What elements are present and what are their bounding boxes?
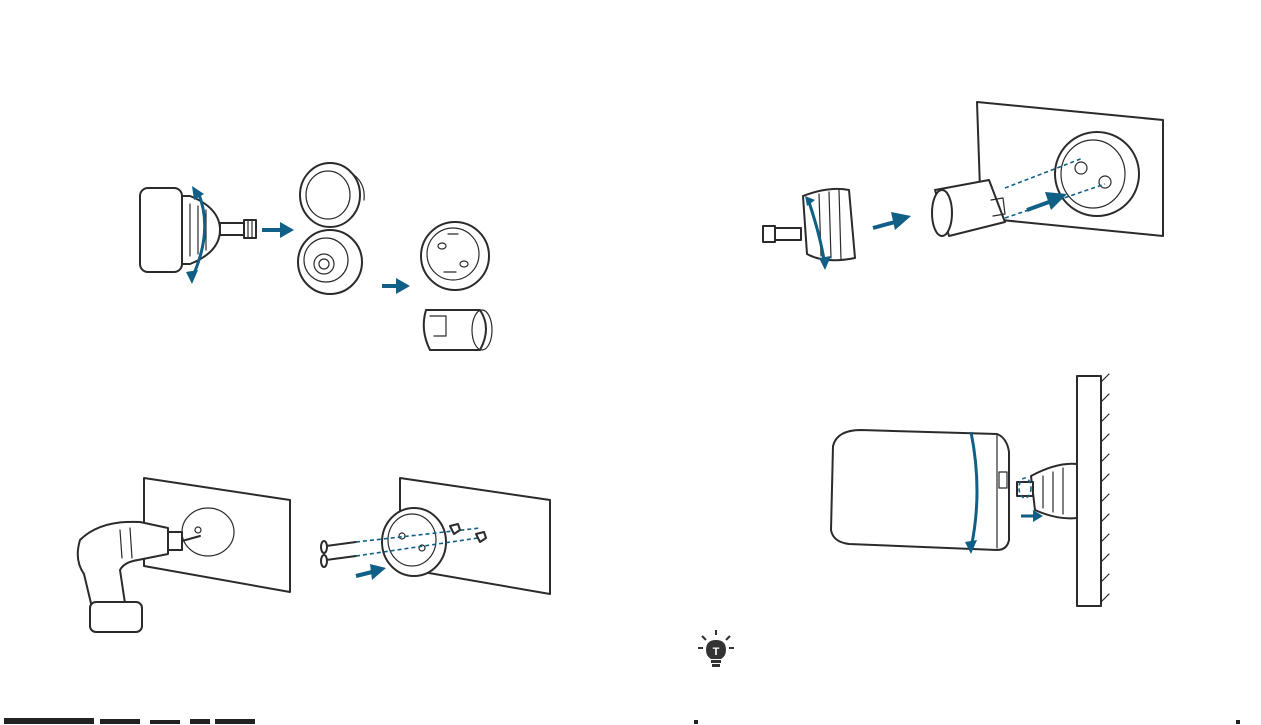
ring-part-bottom (298, 230, 362, 294)
wall-side (1077, 374, 1109, 606)
mount-knob (1017, 464, 1077, 519)
illustration-mount-camera (821, 372, 1121, 612)
push-arrow-icon (262, 222, 294, 238)
mount-plate (421, 222, 489, 290)
left-page (0, 0, 630, 725)
push-arrow-icon (356, 564, 386, 580)
illustration-attach-adapter (759, 98, 1179, 278)
right-page (631, 0, 1261, 725)
screw-icon (321, 541, 356, 567)
mount-plate (382, 508, 446, 576)
cropped-text-strip (0, 716, 1261, 725)
push-arrow-icon (873, 212, 911, 230)
camera-body (831, 430, 1009, 550)
adapter-sleeve (424, 310, 492, 350)
tip-letter: T (713, 646, 720, 658)
illustration-drill-and-screw (60, 470, 580, 640)
illustration-detach-mount (130, 160, 510, 360)
wall-panel (977, 102, 1163, 236)
push-arrow-icon (382, 278, 410, 294)
lightbulb-icon: T (696, 628, 736, 670)
ring-part-top (300, 163, 364, 227)
drill-icon (78, 522, 200, 632)
